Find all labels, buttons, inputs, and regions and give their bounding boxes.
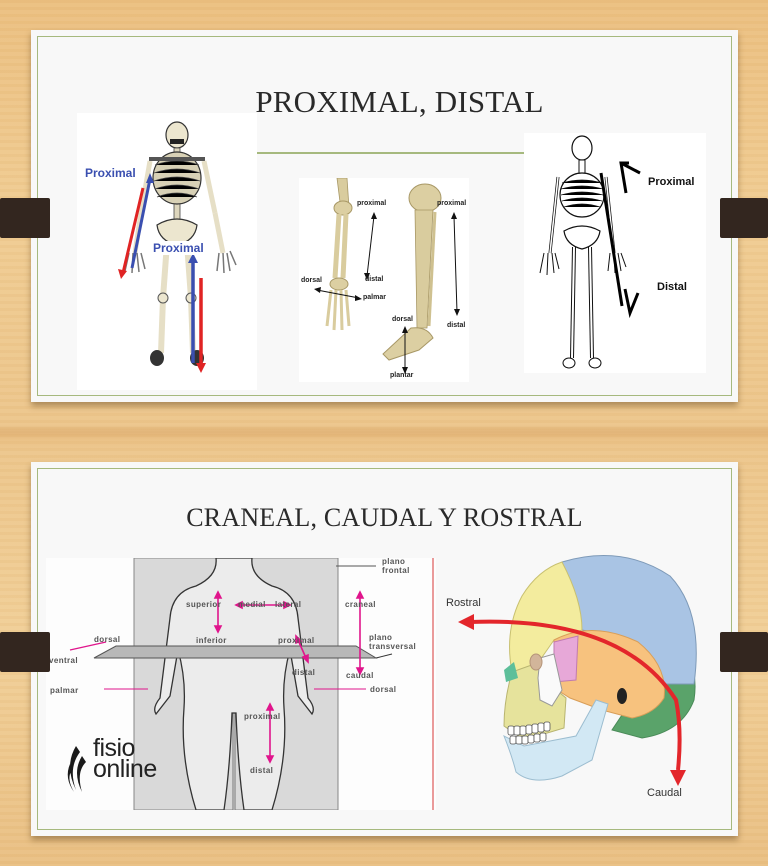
ventral-label: ventral xyxy=(49,656,79,665)
leg-dorsal-label: dorsal xyxy=(392,316,414,323)
inferior-label: inferior xyxy=(196,636,227,645)
proximal-label-leg: Proximal xyxy=(153,241,204,255)
plano-transversal-label-1: plano xyxy=(369,633,393,642)
proximal-label-arm: Proximal xyxy=(85,166,136,180)
caudal-skull-label: Caudal xyxy=(647,787,682,799)
distal-label-black: Distal xyxy=(657,281,687,293)
arm-dorsal-label: dorsal xyxy=(301,277,323,284)
logo-text-fisio: fisio xyxy=(93,734,135,762)
leg-plantar-label: plantar xyxy=(390,372,414,379)
distal-arm-label: distal xyxy=(292,668,316,677)
bones-illustration-icon xyxy=(314,178,460,374)
body-planes-illustration-icon xyxy=(67,558,434,810)
proximal-label-black: Proximal xyxy=(648,176,695,188)
proximal-leg-label: proximal xyxy=(244,712,281,721)
arm-palmar-label: palmar xyxy=(363,294,386,301)
colored-skeleton-image: Proximal Proximal xyxy=(77,113,257,390)
proximal-arm-label: proximal xyxy=(278,636,315,645)
leg-proximal-label: proximal xyxy=(437,200,467,207)
superior-label: superior xyxy=(186,600,222,609)
dorsal-right-label: dorsal xyxy=(370,685,397,694)
fisio-online-logo: fisio online xyxy=(93,734,157,783)
rostral-label: Rostral xyxy=(446,597,481,609)
title-underline xyxy=(257,152,555,154)
skeleton-figure-icon xyxy=(118,121,237,373)
medial-label: medial xyxy=(238,600,266,609)
slide-proximal-distal: PROXIMAL, DISTAL xyxy=(31,30,738,402)
distal-leg-label: distal xyxy=(250,766,274,775)
slide-title: PROXIMAL, DISTAL xyxy=(255,84,544,119)
craneal-label: craneal xyxy=(345,600,376,609)
binder-clip-right xyxy=(720,198,768,238)
outline-skeleton-image: Proximal Distal xyxy=(524,133,706,373)
arm-leg-bones-image: proximal distal dorsal palmar proximal d… xyxy=(299,178,469,382)
arm-proximal-label: proximal xyxy=(357,200,387,207)
arm-distal-label: distal xyxy=(365,276,384,283)
binder-clip-left xyxy=(0,198,50,238)
binder-clip-left-2 xyxy=(0,632,50,672)
logo-text-online: online xyxy=(93,755,157,783)
skull-illustration-icon xyxy=(458,555,697,786)
plano-transversal-label-2: transversal xyxy=(369,642,417,651)
palmar-label: palmar xyxy=(50,686,79,695)
skull-diagram: Rostral Caudal xyxy=(442,550,727,808)
body-planes-diagram: plano frontal superior medial lateral cr… xyxy=(46,558,436,810)
slide-craneal-caudal-rostral: CRANEAL, CAUDAL Y ROSTRAL xyxy=(31,462,738,836)
binder-clip-right-2 xyxy=(720,632,768,672)
plano-frontal-label-2: frontal xyxy=(382,566,410,575)
skeleton-outline-icon xyxy=(539,135,641,369)
slide-title: CRANEAL, CAUDAL Y ROSTRAL xyxy=(186,503,583,532)
lateral-label: lateral xyxy=(275,600,302,609)
leg-distal-label: distal xyxy=(447,322,466,329)
plano-frontal-label-1: plano xyxy=(382,558,406,566)
dorsal-left-label: dorsal xyxy=(94,635,121,644)
caudal-label: caudal xyxy=(346,671,374,680)
